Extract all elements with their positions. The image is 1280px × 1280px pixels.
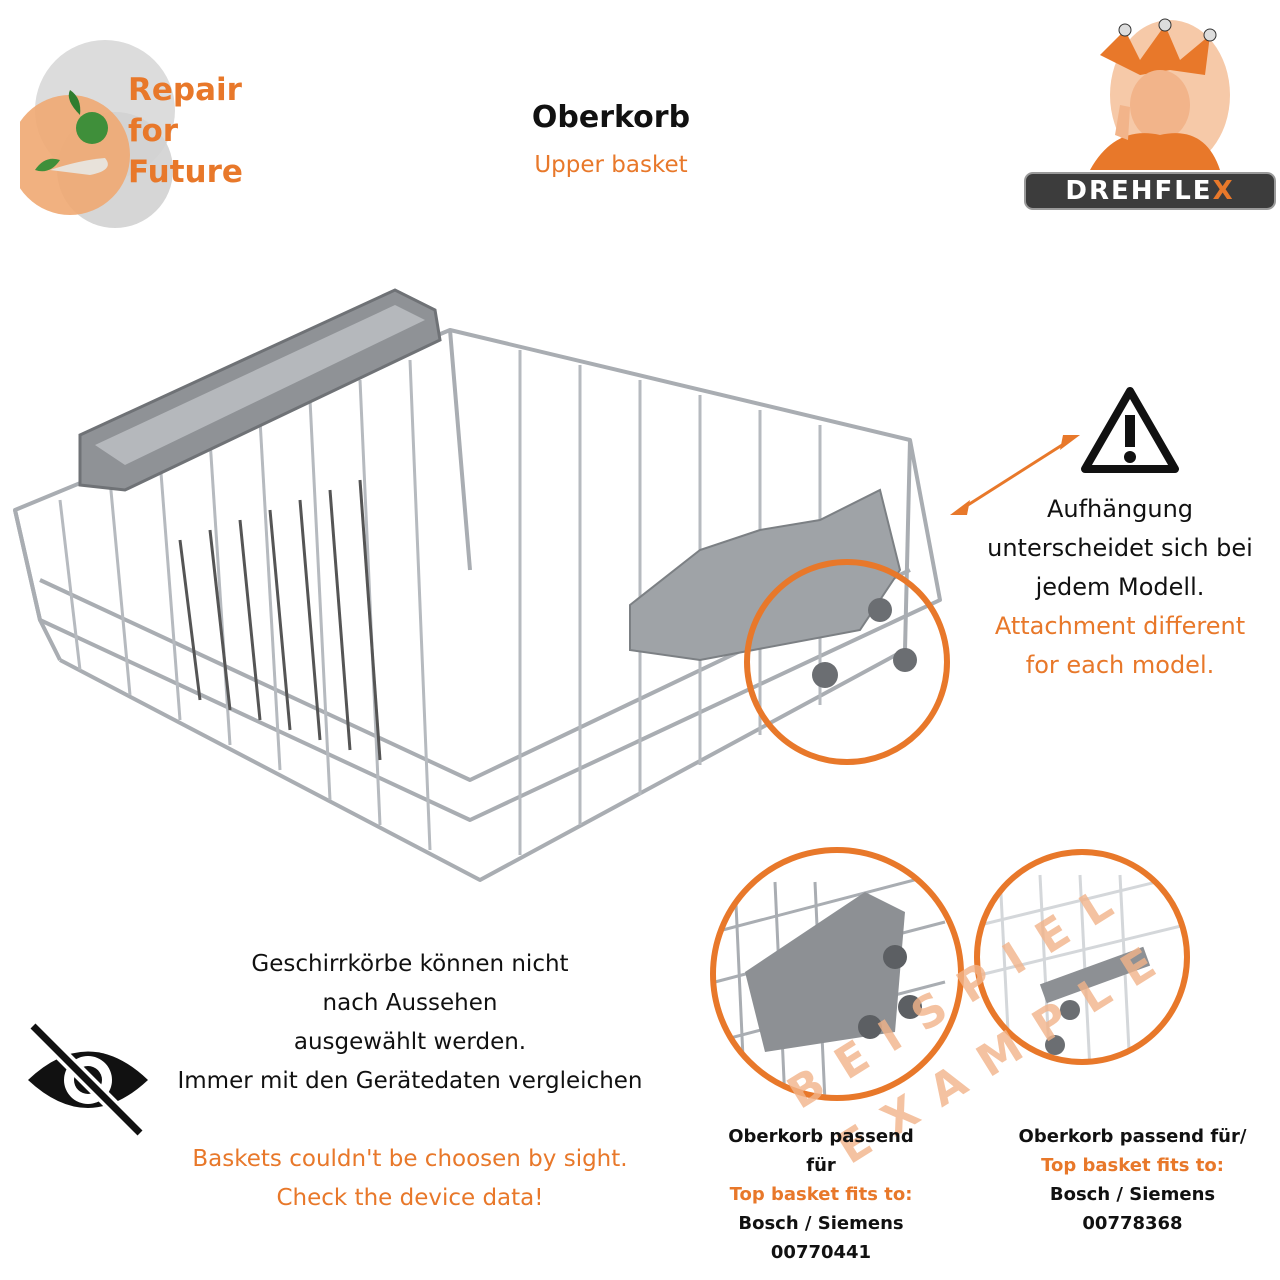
logo-line-for: for [128,113,179,149]
example-basket-2-closeup [974,849,1190,1065]
attachment-en-line: for each model. [1025,651,1215,679]
attachment-de-line: jedem Modell. [1035,573,1205,601]
notice-de-line: nach Aussehen [322,990,498,1016]
caption-line: Top basket fits to: [1041,1155,1224,1176]
logo-line-future: Future [128,154,243,190]
caption-part-number: 00778368 [1082,1213,1183,1234]
caption-part-number: 00770441 [770,1242,872,1263]
caption-line: Bosch / Siemens [738,1213,904,1234]
example-caption-2: Oberkorb passend für/ Top basket fits to… [1010,1122,1255,1238]
example-caption-1: Oberkorb passend für Top basket fits to:… [712,1122,930,1267]
drehflex-mascot-logo [1090,18,1230,170]
example-basket-1-closeup [710,847,964,1101]
selection-notice-english: Baskets couldn't be choosen by sight. Ch… [150,1140,670,1218]
notice-de-line: Geschirrkörbe können nicht [251,951,569,977]
attachment-de-line: Aufhängung [1046,495,1194,523]
notice-de-line: ausgewählt werden. [293,1029,527,1055]
notice-en-line: Baskets couldn't be choosen by sight. [192,1146,628,1172]
attachment-note: Aufhängung unterscheidet sich bei jedem … [965,490,1275,685]
logo-line-repair: Repair [128,72,242,108]
notice-de-line: Immer mit den Gerätedaten vergleichen [177,1068,643,1094]
repair-for-future-logo [20,40,175,228]
upper-basket-illustration [13,288,950,882]
attachment-en-line: Attachment different [994,612,1246,640]
selection-notice: Geschirrkörbe können nicht nach Aussehen… [170,945,650,1101]
attachment-de-line: unterscheidet sich bei [987,534,1253,562]
warning-icon [1081,387,1179,473]
caption-line: Top basket fits to: [729,1184,913,1205]
repair-for-future-text: Repair for Future [128,70,243,193]
caption-line: Oberkorb passend für [728,1126,914,1176]
page-subtitle: Upper basket [534,152,688,178]
notice-en-line: Check the device data! [276,1185,544,1211]
caption-line: Oberkorb passend für/ [1018,1126,1247,1147]
example-watermark: BEISPIEL EXAMPLE [779,880,1184,1174]
page-title: Oberkorb [531,100,691,135]
caption-line: Bosch / Siemens [1049,1184,1216,1205]
brand-accent-letter: X [1212,176,1235,206]
double-arrow-icon [950,435,1080,515]
brand-name: DREHFLE [1065,176,1213,206]
eye-off-icon [28,1021,148,1138]
